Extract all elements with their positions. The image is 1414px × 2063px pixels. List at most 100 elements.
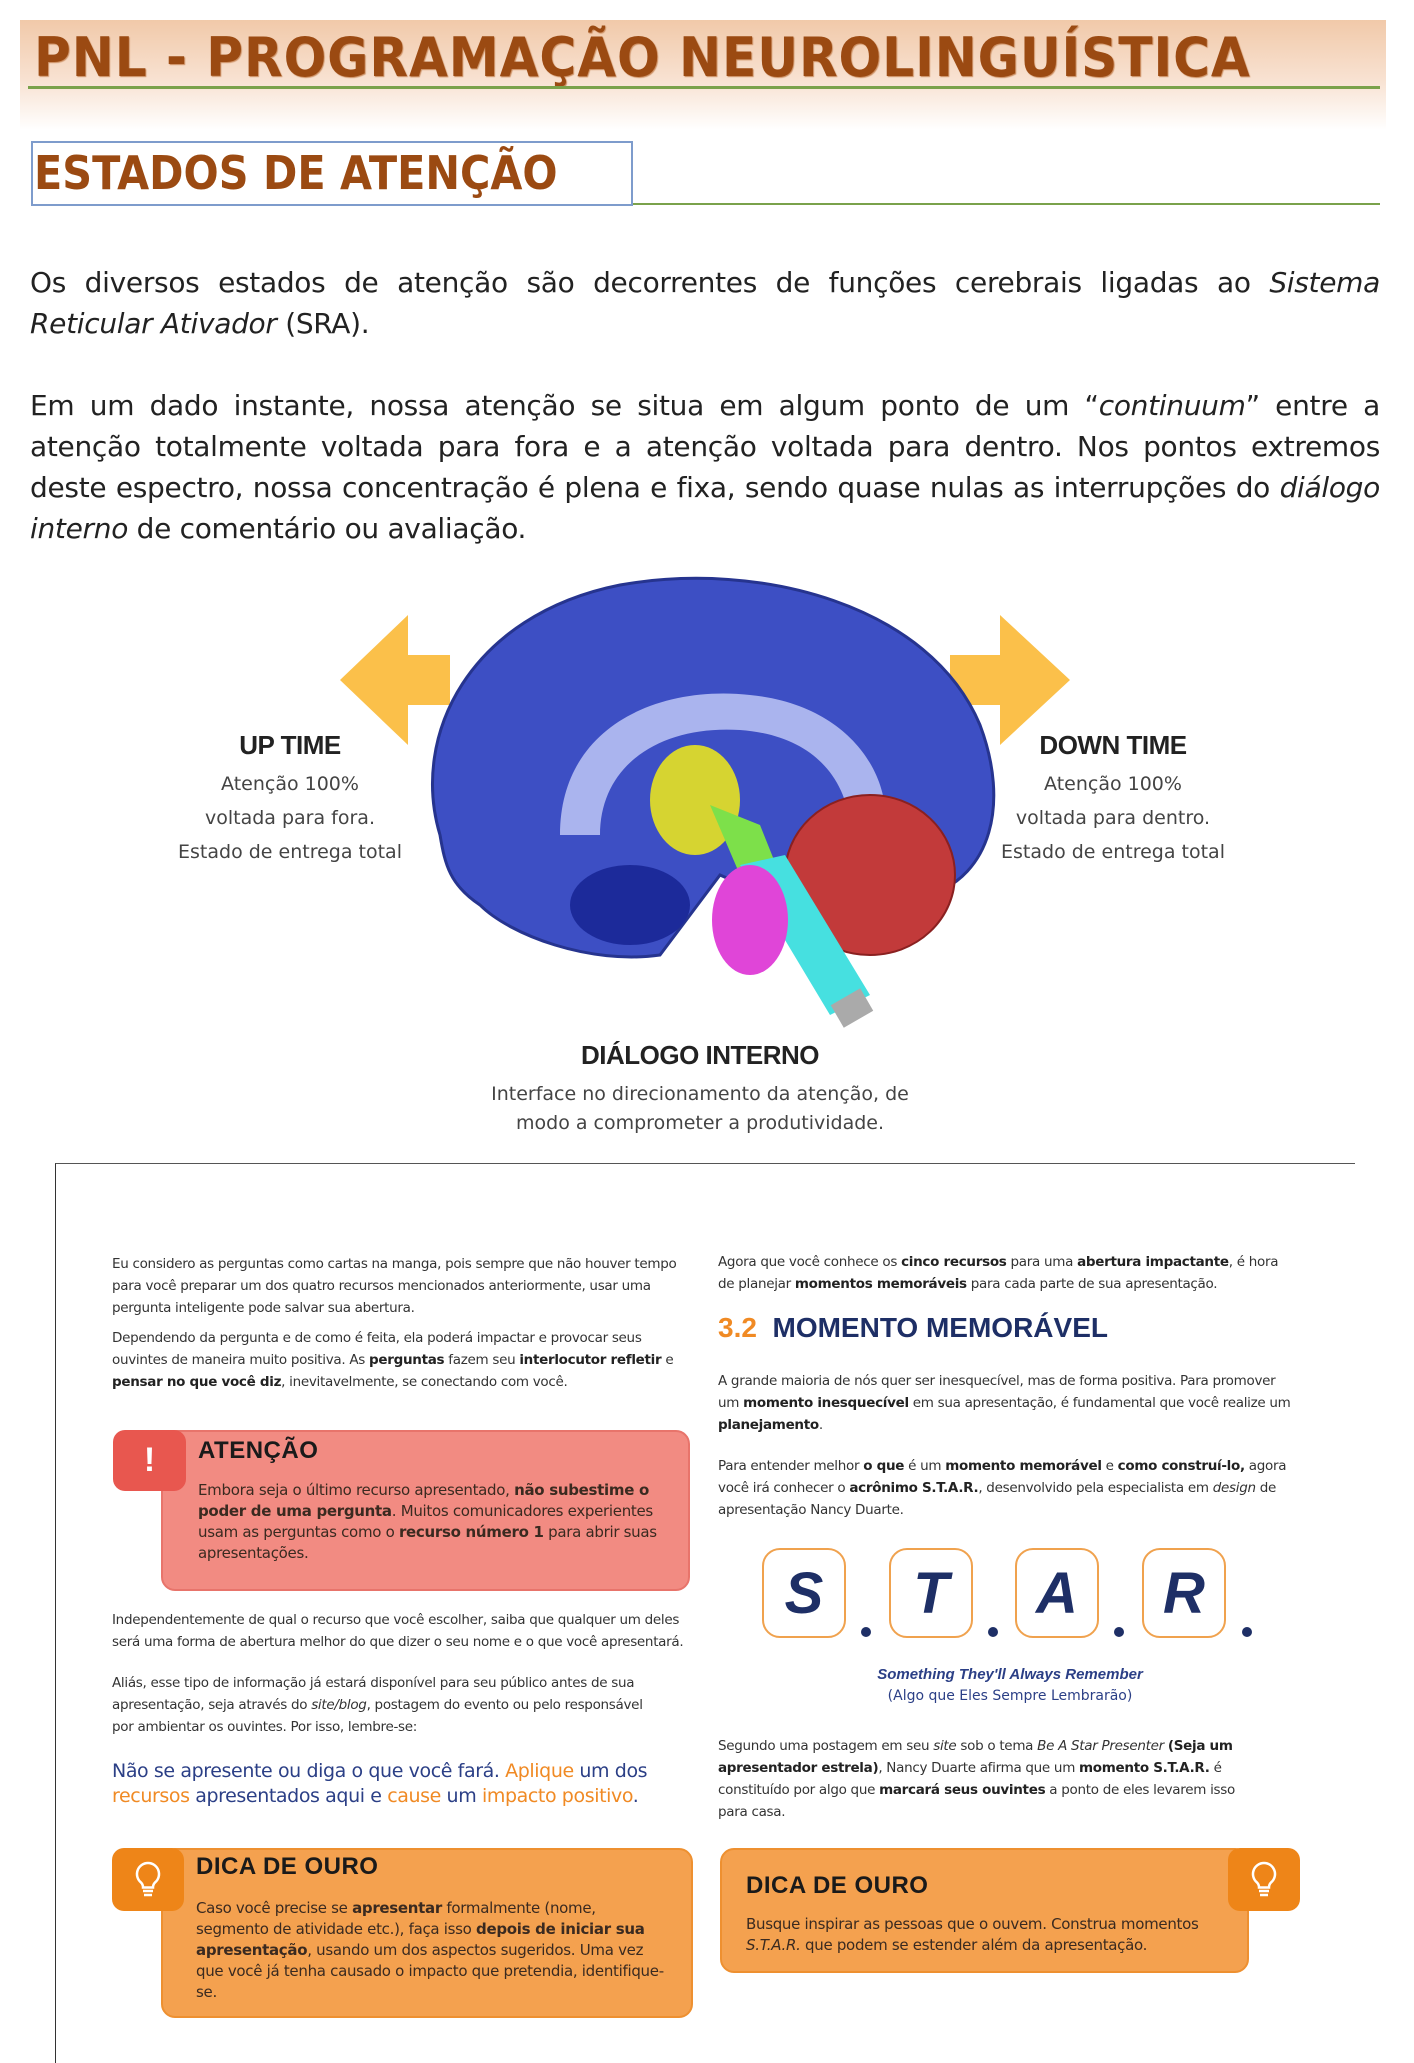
text-segment: Busque inspirar as pessoas que o ouvem. … [746, 1915, 1199, 1933]
text-segment: apresentados aqui e [189, 1785, 388, 1807]
text-segment: cause [387, 1785, 441, 1807]
text-segment: , inevitavelmente, se conectando com voc… [281, 1374, 568, 1390]
text-segment: um [440, 1785, 482, 1807]
star-dot [861, 1627, 871, 1637]
text-segment: é um [904, 1458, 946, 1474]
text-segment: para cada parte de sua apresentação. [966, 1276, 1218, 1292]
text-segment: de apresentação Nancy Duarte. [718, 1480, 1277, 1518]
text-segment: . [818, 1417, 823, 1433]
star-translation: (Algo que Eles Sempre Lembrarão) [887, 1688, 1133, 1704]
brainstem-base [570, 865, 690, 945]
lightbulb-icon [1228, 1848, 1300, 1911]
text-segment: Aplique [505, 1760, 574, 1782]
text-segment: site/blog [311, 1697, 367, 1713]
text-segment: . Muitos comunicadores experientes usam … [198, 1502, 653, 1541]
up-time-line: Estado de entrega total [178, 841, 402, 863]
text-segment: diálogo interno [30, 471, 1380, 545]
text-segment: a ponto de eles levarem isso para casa. [718, 1782, 1235, 1820]
text-segment: interlocutor refletir [519, 1352, 662, 1368]
text-segment: recurso número 1 [398, 1523, 544, 1541]
tip-callout-left [161, 1848, 693, 2018]
text-segment: Eu considero as perguntas como cartas na… [112, 1256, 677, 1316]
text-segment: Agora que você conhece os [718, 1254, 902, 1270]
text-segment: impacto positivo [481, 1785, 633, 1807]
text-segment: , postagem do evento ou pelo responsável… [112, 1697, 643, 1735]
intro-paragraph-1: Os diversos estados de atenção são decor… [30, 262, 1380, 344]
text-segment: agora você irá conhecer o [718, 1458, 1287, 1496]
down-time-title: DOWN TIME [1039, 730, 1187, 760]
text-segment: Em um dado instante, nossa atenção se si… [30, 389, 1099, 422]
text-segment: e [1101, 1458, 1118, 1474]
text-segment: Caso você precise se [196, 1899, 353, 1917]
up-time-arrow-icon [340, 615, 450, 745]
text-segment: depois de iniciar sua apresentação [196, 1920, 645, 1959]
title-band [20, 20, 1386, 130]
text-segment: cinco recursos [901, 1254, 1007, 1270]
embedded-page-frame [55, 1163, 1355, 2063]
right-paragraph-1: Agora que você conhece os cinco recursos… [718, 1251, 1298, 1295]
right-paragraph-3: Para entender melhor o que é um momento … [718, 1455, 1308, 1521]
text-segment: . [632, 1785, 639, 1807]
text-segment: e [661, 1352, 674, 1368]
text-segment: pensar no que você diz [112, 1374, 282, 1390]
down-time-arrow-icon [950, 615, 1070, 745]
text-segment: ” entre a atenção totalmente voltada par… [30, 389, 1381, 504]
text-segment: em sua apresentação, é fundamental que v… [908, 1395, 1291, 1411]
dialogo-interno-title: DIÁLOGO INTERNO [580, 1040, 820, 1070]
attention-callout [161, 1430, 690, 1591]
midbrain [710, 805, 780, 875]
text-segment: design [1212, 1480, 1256, 1496]
text-segment: para uma [1006, 1254, 1078, 1270]
section-title-box [31, 141, 633, 206]
heading-number: 3.2 [718, 1312, 757, 1343]
up-time-description: Atenção 100% voltada para fora. Estado d… [140, 767, 440, 869]
text-segment: fazem seu [444, 1352, 520, 1368]
star-meaning: Something They'll Always Remember [877, 1666, 1143, 1683]
tip-text-right: Busque inspirar as pessoas que o ouvem. … [746, 1914, 1206, 1956]
text-segment: como construí-lo, [1117, 1458, 1245, 1474]
text-segment: acrônimo S.T.A.R. [849, 1480, 979, 1496]
text-segment: sob o tema [956, 1738, 1038, 1754]
text-segment: S.T.A.R. [746, 1936, 801, 1954]
text-segment: momento inesquecível [743, 1395, 909, 1411]
star-letter-s: S [762, 1548, 846, 1638]
text-segment: não subestime o poder de uma pergunta [198, 1481, 650, 1520]
exclamation-icon: ! [113, 1430, 186, 1491]
text-segment: Be A Star Presenter [1037, 1738, 1164, 1754]
text-segment: site [933, 1738, 957, 1754]
lightbulb-icon [112, 1848, 184, 1911]
page-title: PNL - PROGRAMAÇÃO NEUROLINGUÍSTICA [34, 26, 1251, 89]
section-title: ESTADOS DE ATENÇÃO [34, 146, 558, 200]
left-paragraph-3: Independentemente de qual o recurso que … [112, 1609, 697, 1653]
text-segment: Dependendo da pergunta e de como é feita… [112, 1330, 642, 1368]
dialogo-line: modo a comprometer a produtividade. [516, 1112, 884, 1134]
text-segment: , usando um dos aspectos sugeridos. Uma … [196, 1941, 664, 2001]
text-segment: que podem se estender além da apresentaç… [800, 1936, 1148, 1954]
text-segment: Segundo uma postagem em seu [718, 1738, 934, 1754]
tip-text-left: Caso você precise se apresentar formalme… [196, 1898, 666, 2003]
text-segment: um dos [573, 1760, 648, 1782]
left-paragraph-2: Dependendo da pergunta e de como é feita… [112, 1327, 697, 1393]
star-letter-r: R [1142, 1548, 1226, 1638]
section-heading-momento: 3.2 MOMENTO MEMORÁVEL [718, 1312, 1108, 1344]
up-time-line: Atenção 100% [221, 773, 359, 795]
text-segment: , desenvolvido pela especialista em [978, 1480, 1213, 1496]
text-segment: (Seja um apresentador estrela) [718, 1738, 1233, 1776]
brain-diagram [340, 576, 1070, 1028]
dialogo-interno-description: Interface no direcionamento da atenção, … [400, 1080, 1000, 1138]
left-paragraph-4: Aliás, esse tipo de informação já estará… [112, 1672, 652, 1738]
right-paragraph-4: Segundo uma postagem em seu site sob o t… [718, 1735, 1258, 1823]
tip-title-left: DICA DE OURO [196, 1853, 379, 1880]
highlight-quote: Não se apresente ou diga o que você fará… [112, 1759, 692, 1809]
up-time-title: UP TIME [239, 730, 341, 760]
right-paragraph-2: A grande maioria de nós quer ser inesque… [718, 1370, 1298, 1436]
thalamus [650, 745, 740, 855]
text-segment: para abrir suas apresentações. [198, 1523, 657, 1562]
star-dot [988, 1627, 998, 1637]
title-divider [28, 86, 1380, 89]
text-segment: formalmente (nome, segmento de atividade… [196, 1899, 596, 1938]
intro-paragraph-2: Em um dado instante, nossa atenção se si… [30, 385, 1380, 549]
text-segment: Independentemente de qual o recurso que … [112, 1612, 684, 1650]
text-segment: momento memorável [945, 1458, 1102, 1474]
text-segment: planejamento [718, 1417, 819, 1433]
